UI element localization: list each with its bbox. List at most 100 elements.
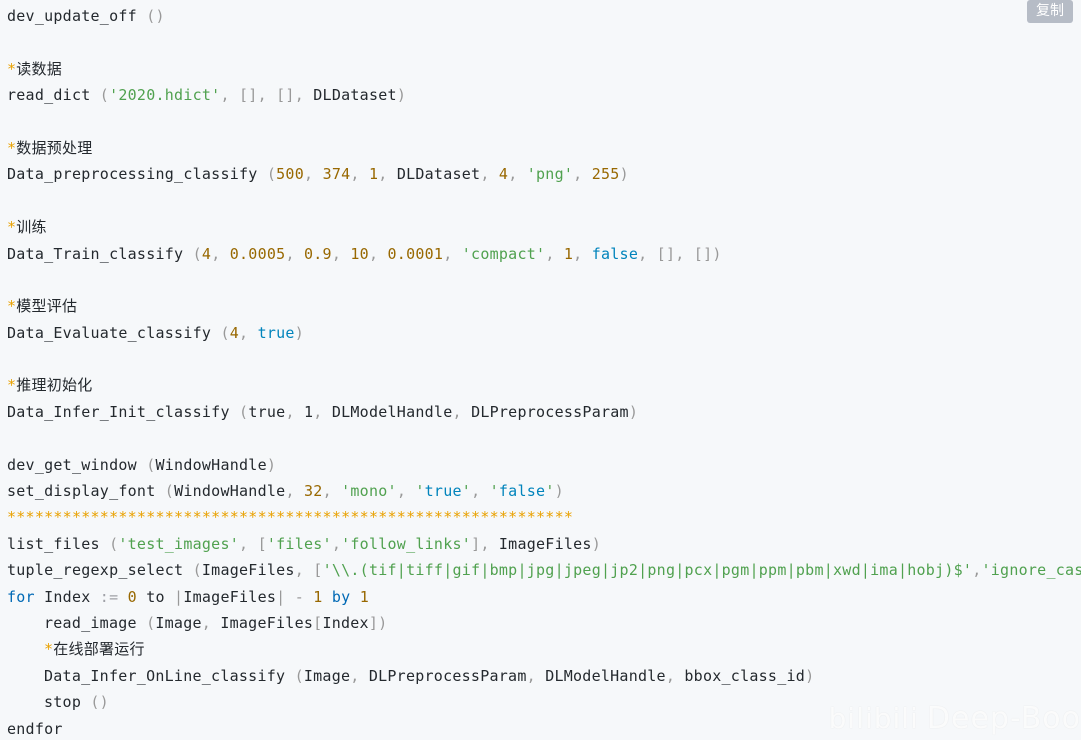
code-token: , — [331, 244, 351, 263]
code-token: stop — [44, 693, 82, 712]
code-line: read_image (Image, ImageFiles[Index]) — [7, 610, 1081, 636]
code-token: 训练 — [16, 218, 47, 237]
code-token: DLPreprocessParam — [368, 666, 527, 685]
code-token: Index — [322, 613, 369, 632]
code-token: , — [545, 244, 564, 263]
code-token: ' — [461, 482, 472, 501]
code-token: * — [7, 138, 17, 157]
code-token: , — [526, 666, 546, 685]
code-token: Data_Infer_Init_classify — [7, 402, 230, 421]
watermark-text: Deep-Boo — [926, 701, 1081, 736]
code-token: ) — [805, 666, 815, 685]
code-token: to — [146, 587, 165, 606]
code-token: , — [304, 165, 323, 184]
code-token: := — [90, 587, 128, 606]
code-token: WindowHandle — [174, 482, 286, 501]
code-token: ]) — [368, 613, 388, 632]
code-token: true — [257, 323, 295, 342]
code-token — [350, 588, 359, 606]
code-token: list_files — [7, 534, 100, 553]
code-token: ( — [99, 534, 119, 553]
code-token: , — [285, 482, 304, 501]
code-token: 0.0001 — [387, 244, 444, 263]
code-token: ' — [415, 482, 425, 501]
code-token: by — [331, 587, 351, 606]
code-line: *模型评估 — [7, 293, 1081, 319]
code-token: ' — [545, 482, 555, 501]
code-token: , — [350, 165, 369, 184]
code-line: *训练 — [7, 214, 1081, 240]
code-token: , — [285, 244, 304, 263]
code-token: Data_preprocessing_classify — [7, 165, 258, 184]
code-token: Data_Infer_OnLine_classify — [44, 666, 286, 685]
code-line: Data_Train_classify (4, 0.0005, 0.9, 10,… — [7, 241, 1081, 267]
code-token: ****************************************… — [7, 508, 574, 527]
code-token: ( — [183, 244, 202, 263]
code-token: , — [573, 165, 592, 184]
code-token: ( — [285, 666, 304, 685]
code-line: *读数据 — [7, 56, 1081, 82]
code-token: 0.9 — [304, 244, 332, 263]
code-token: , [ — [294, 561, 323, 580]
code-token: ( — [183, 561, 202, 580]
code-line: *推理初始化 — [7, 372, 1081, 398]
code-token: , — [972, 561, 982, 580]
code-token: ], — [471, 534, 499, 553]
code-token: ImageFiles — [220, 613, 314, 632]
code-token: , — [313, 402, 332, 421]
code-token: Image — [303, 666, 351, 685]
code-token: '2020.hdict' — [109, 86, 221, 105]
code-token: * — [7, 297, 17, 316]
code-line: read_dict ('2020.hdict', [], [], DLDatas… — [7, 82, 1081, 108]
code-token — [323, 588, 332, 606]
blank-line — [7, 188, 1081, 214]
code-line: list_files ('test_images', ['files','fol… — [7, 531, 1081, 557]
code-line: *在线部署运行 — [7, 636, 1081, 662]
code-token: , — [285, 402, 304, 421]
code-token: tuple_regexp_select — [7, 561, 184, 580]
code-token: Image — [155, 613, 202, 632]
copy-button[interactable]: 复制 — [1027, 0, 1073, 23]
code-token: 374 — [322, 165, 351, 184]
code-token: , — [452, 402, 472, 421]
code-token: 'png' — [526, 165, 574, 184]
code-token: 'ignore_case' — [981, 561, 1081, 580]
code-token: 推理初始化 — [16, 376, 93, 395]
blank-line — [7, 29, 1081, 55]
code-token: ImageFiles — [498, 534, 592, 553]
code-line: Data_Infer_Init_classify (true, 1, DLMod… — [7, 399, 1081, 425]
code-token: 读数据 — [16, 59, 63, 78]
code-token — [137, 588, 146, 606]
code-token: 4 — [229, 323, 240, 342]
code-token: , — [322, 482, 342, 501]
code-token: | — [164, 587, 184, 606]
blank-line — [7, 346, 1081, 372]
code-token: 'test_images' — [118, 534, 240, 553]
code-token: , — [573, 244, 592, 263]
code-line: Data_Infer_OnLine_classify (Image, DLPre… — [7, 663, 1081, 689]
code-token: * — [7, 376, 17, 395]
code-token: ( — [257, 165, 277, 184]
code-token: endfor — [7, 719, 63, 738]
code-token: 1 — [368, 165, 379, 184]
code-line: tuple_regexp_select (ImageFiles, ['\\.(t… — [7, 557, 1081, 583]
code-token: DLPreprocessParam — [471, 402, 629, 421]
code-token: | - — [276, 587, 314, 606]
code-token: ) — [396, 86, 407, 105]
code-token: 0 — [127, 587, 137, 606]
code-token: () — [81, 693, 109, 712]
code-token: 10 — [350, 244, 369, 263]
code-token: * — [7, 59, 17, 78]
code-token: ( — [155, 482, 175, 501]
code-token: , — [331, 534, 342, 553]
code-token: DLModelHandle — [331, 402, 453, 421]
code-token: 500 — [276, 165, 304, 184]
code-token: 数据预处理 — [16, 138, 93, 157]
code-token: , [], []) — [638, 244, 722, 263]
code-token: , [], [], — [220, 86, 314, 105]
code-line: ****************************************… — [7, 504, 1081, 530]
code-token: for — [7, 587, 35, 606]
